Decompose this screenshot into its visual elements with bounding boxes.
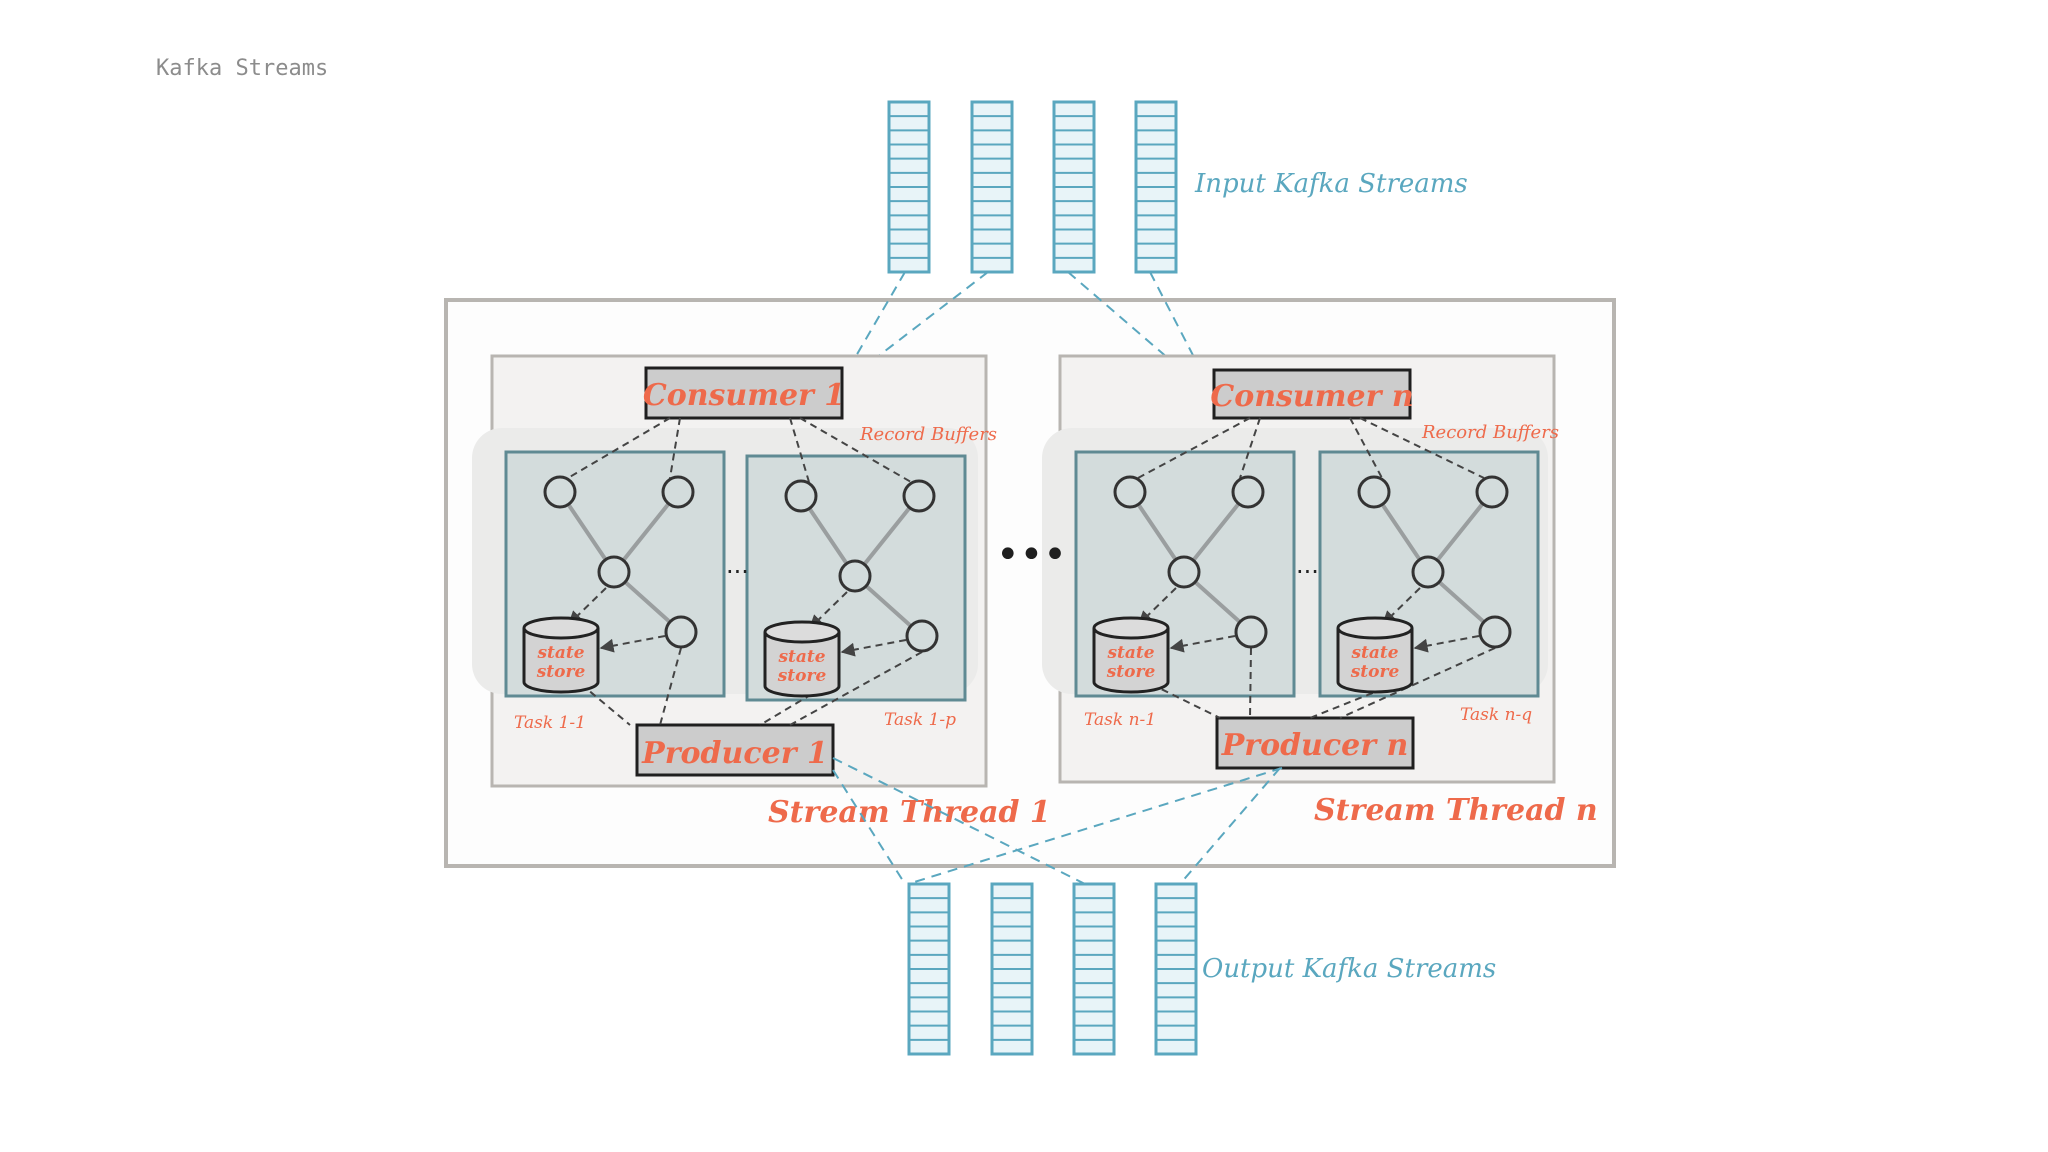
state-store-label: store xyxy=(1350,662,1400,682)
processor-node xyxy=(1167,555,1201,589)
topic-partition xyxy=(1134,100,1178,274)
processor-node xyxy=(1475,475,1509,509)
processor-node xyxy=(543,475,577,509)
processor-node xyxy=(661,475,695,509)
task-ellipsis: ... xyxy=(1296,551,1319,579)
state-store-label: store xyxy=(777,666,827,686)
task-label: Task n-1 xyxy=(1084,710,1156,730)
output-flow-lines xyxy=(832,757,1283,885)
processor-node xyxy=(1411,555,1445,589)
topic-partition xyxy=(1052,100,1096,274)
input-streams-label: Input Kafka Streams xyxy=(1194,169,1468,199)
task-ellipsis: ... xyxy=(726,551,749,579)
input-topic-partitions xyxy=(887,100,1178,274)
state-store-label: store xyxy=(1106,662,1156,682)
producer-label: Producer 1 xyxy=(641,736,828,771)
processor-node xyxy=(1231,475,1265,509)
producer-box xyxy=(1215,716,1415,770)
state-store xyxy=(1336,616,1414,694)
output-streams-label: Output Kafka Streams xyxy=(1202,954,1496,984)
record-buffers-label: Record Buffers xyxy=(859,424,997,445)
state-store-label: state xyxy=(777,647,825,667)
producer-label: Producer n xyxy=(1221,728,1409,763)
task-label: Task 1-1 xyxy=(514,713,586,733)
state-store-label: state xyxy=(1106,643,1154,663)
state-store-label: state xyxy=(1350,643,1398,663)
processor-node xyxy=(784,479,818,513)
processor-node xyxy=(1113,475,1147,509)
processor-node xyxy=(664,615,698,649)
consumer-box xyxy=(644,366,844,420)
processor-node xyxy=(1478,615,1512,649)
state-store xyxy=(522,616,600,694)
producer-box xyxy=(635,723,835,777)
stream-thread-1: ... Consumer 1 Record Buffers Producer 1… xyxy=(472,354,1051,830)
consumer-box xyxy=(1212,368,1412,420)
topic-partition xyxy=(887,100,931,274)
processor-node xyxy=(905,619,939,653)
state-store-label: store xyxy=(536,662,586,682)
processor-node xyxy=(902,479,936,513)
state-store-label: state xyxy=(536,643,584,663)
task-label: Task n-q xyxy=(1460,705,1532,725)
threads-ellipsis: ••• xyxy=(996,532,1067,578)
processor-node xyxy=(838,559,872,593)
consumer-label: Consumer n xyxy=(1210,379,1413,414)
record-buffers-label: Record Buffers xyxy=(1421,422,1559,443)
state-store xyxy=(1092,616,1170,694)
output-topic-partitions xyxy=(907,882,1198,1056)
stream-thread-n: ... Consumer n Record Buffers Producer n… xyxy=(1042,354,1598,828)
topic-partition xyxy=(907,882,951,1056)
topic-partition xyxy=(970,100,1014,274)
topic-partition xyxy=(1072,882,1116,1056)
stream-thread-label: Stream Thread n xyxy=(1314,793,1598,828)
page-title: Kafka Streams xyxy=(156,56,329,81)
topic-partition xyxy=(1154,882,1198,1056)
processor-node xyxy=(1234,615,1268,649)
topic-partition xyxy=(990,882,1034,1056)
consumer-label: Consumer 1 xyxy=(643,378,845,413)
task-label: Task 1-p xyxy=(884,710,956,730)
state-store xyxy=(763,620,841,698)
processor-node xyxy=(597,555,631,589)
stream-thread-label: Stream Thread 1 xyxy=(768,795,1051,830)
processor-node xyxy=(1357,475,1391,509)
